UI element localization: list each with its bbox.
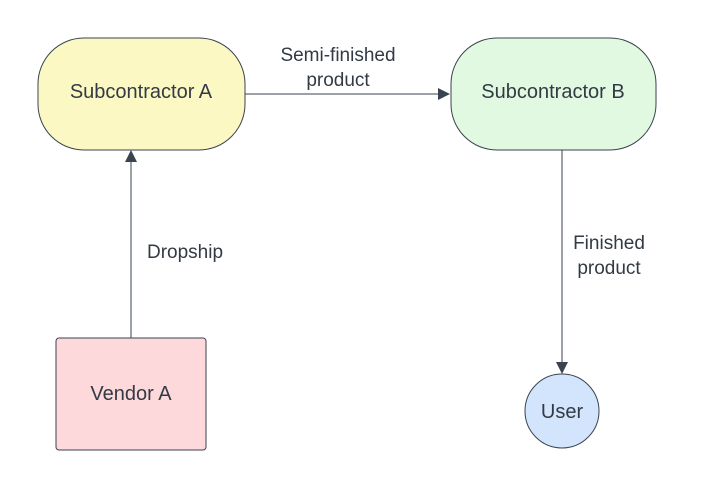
node-subcontractor-b-label: Subcontractor B <box>481 81 624 103</box>
node-user: User <box>524 373 600 449</box>
edge-label-finished-line2: product <box>577 258 641 279</box>
node-user-label: User <box>541 401 584 423</box>
node-user-shape <box>524 373 600 449</box>
edge-label-semi-finished-line2: product <box>306 70 370 91</box>
edge-label-dropship: Dropship <box>147 242 223 263</box>
edge-label-semi-finished-line1: Semi-finished <box>280 45 395 66</box>
node-subcontractor-a: Subcontractor A <box>37 37 246 151</box>
node-subcontractor-b-shape <box>450 37 657 151</box>
node-subcontractor-a-shape <box>37 37 246 151</box>
edge-label-finished-line1: Finished <box>573 233 645 254</box>
node-subcontractor-b: Subcontractor B <box>450 37 657 151</box>
node-vendor-a-shape <box>55 337 207 451</box>
node-vendor-a-label: Vendor A <box>90 383 172 405</box>
node-subcontractor-a-label: Subcontractor A <box>70 81 213 103</box>
node-vendor-a: Vendor A <box>55 337 207 451</box>
